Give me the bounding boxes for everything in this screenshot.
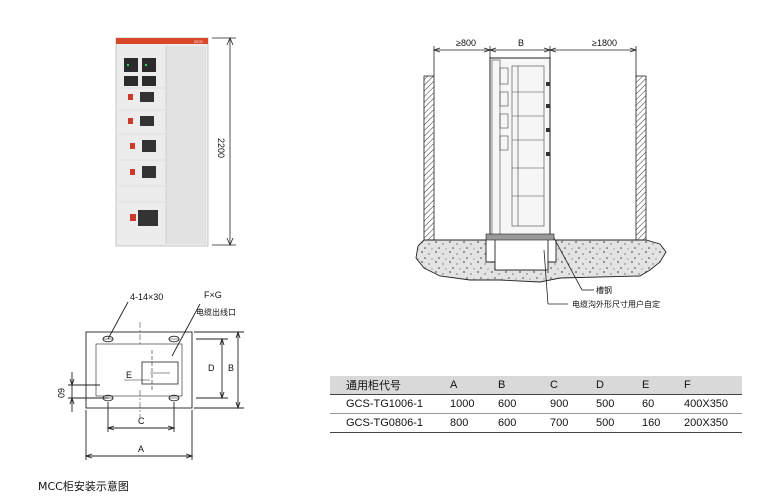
height-label: 2200 xyxy=(216,138,226,158)
cell-a: 800 xyxy=(450,413,498,433)
header-cabinet-code: 通用柜代号 xyxy=(330,376,450,395)
dim-e-label: E xyxy=(126,370,132,380)
header-c: C xyxy=(550,376,596,395)
cabinet-top-stripe xyxy=(116,38,208,44)
cell-f: 200X350 xyxy=(684,413,742,433)
table-row: GCS-TG0806-1 800 600 700 500 160 200X350 xyxy=(330,413,742,433)
hole-size-label: 4-14×30 xyxy=(130,292,163,302)
header-f: F xyxy=(684,376,742,395)
header-a: A xyxy=(450,376,498,395)
opening-size-label: F×G xyxy=(204,290,222,300)
cell-d: 500 xyxy=(596,394,642,414)
cell-code: GCS-TG0806-1 xyxy=(330,413,450,433)
table-row: GCS-TG1006-1 1000 600 900 500 60 400X350 xyxy=(330,394,742,414)
cell-d: 500 xyxy=(596,413,642,433)
spec-table: 通用柜代号 A B C D E F GCS-TG1006-1 1000 600 … xyxy=(330,376,742,433)
cell-e: 160 xyxy=(642,413,684,433)
cell-f: 400X350 xyxy=(684,394,742,414)
width-b-label: B xyxy=(518,38,524,48)
dim-b-label: B xyxy=(228,363,234,373)
cell-c: 700 xyxy=(550,413,596,433)
left-clearance-label: ≥800 xyxy=(456,38,476,48)
cable-trench-label: 电缆沟外形尺寸用户自定 xyxy=(572,299,660,309)
dim-d-label: D xyxy=(208,363,215,373)
cabinet-front-illustration: GCS xyxy=(115,37,209,247)
cell-code: GCS-TG1006-1 xyxy=(330,394,450,414)
header-d: D xyxy=(596,376,642,395)
cell-c: 900 xyxy=(550,394,596,414)
dim-c-label: C xyxy=(138,416,145,426)
height-dimension xyxy=(212,36,236,247)
cabinet-brand-badge: GCS xyxy=(194,39,203,44)
cell-e: 60 xyxy=(642,394,684,414)
cell-b: 600 xyxy=(498,394,550,414)
right-clearance-label: ≥1800 xyxy=(592,38,617,48)
plan-view-drawing xyxy=(68,301,244,460)
figure-caption: MCC柜安装示意图 xyxy=(38,480,129,493)
cell-b: 600 xyxy=(498,413,550,433)
cross-section-view xyxy=(415,57,667,283)
header-e: E xyxy=(642,376,684,395)
dim-60-label: 60 xyxy=(56,388,66,398)
spec-table-header: 通用柜代号 A B C D E F xyxy=(330,376,742,395)
dim-a-label: A xyxy=(138,444,144,454)
cross-section-dimensions xyxy=(432,46,638,305)
channel-steel-label: 槽钢 xyxy=(596,285,612,295)
header-b: B xyxy=(498,376,550,395)
cable-outlet-label: 电缆出线口 xyxy=(196,307,236,317)
cell-a: 1000 xyxy=(450,394,498,414)
